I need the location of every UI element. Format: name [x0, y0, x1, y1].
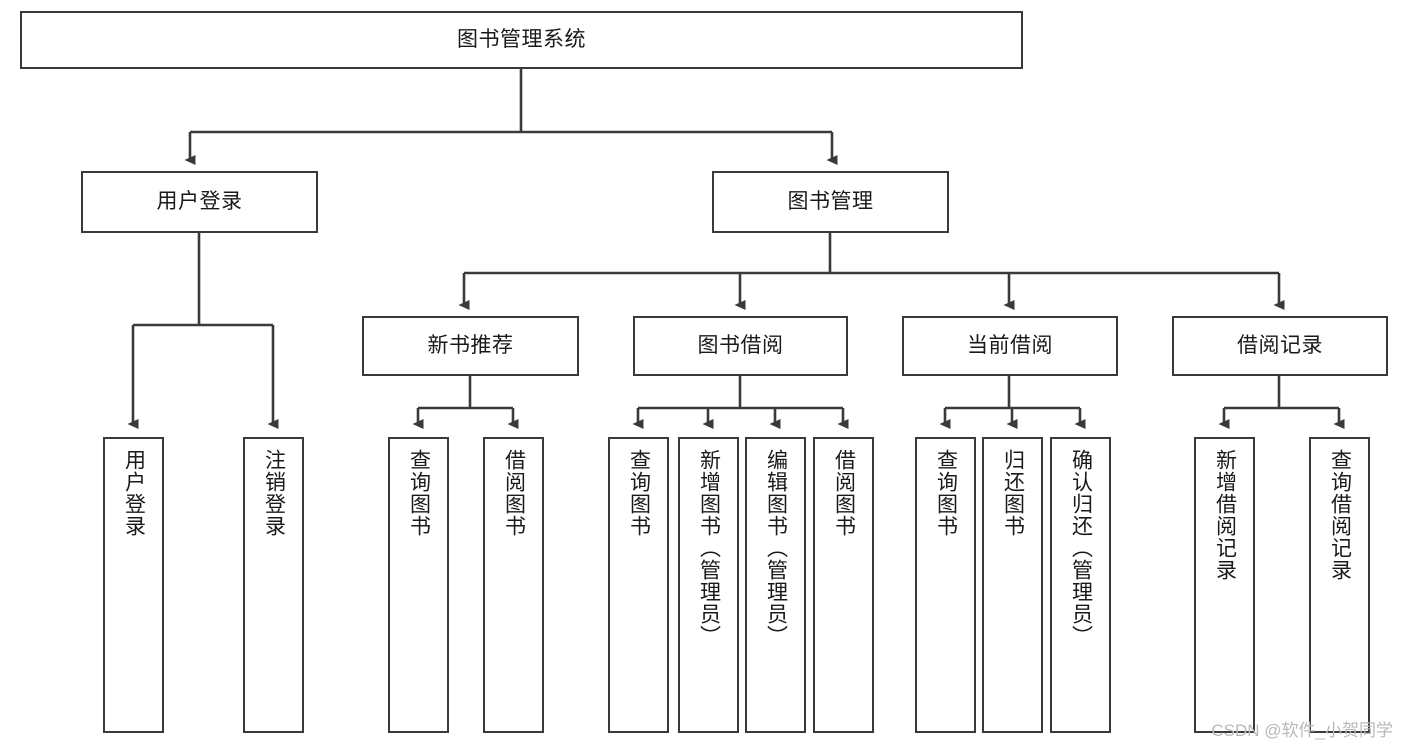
leaf-borrow-query-book[interactable]: 查询图书	[608, 437, 669, 733]
leaf-current-confirm-return-admin[interactable]: 确认归还（管理员）	[1050, 437, 1111, 733]
node-label: 查询图书	[407, 449, 431, 537]
node-label: 归还图书	[1001, 449, 1025, 537]
node-label: 图书借阅	[697, 333, 784, 357]
watermark: CSDN @软件_小贺同学	[1211, 721, 1393, 740]
node-borrow-record[interactable]: 借阅记录	[1172, 316, 1388, 376]
leaf-borrow-edit-book-admin[interactable]: 编辑图书（管理员）	[745, 437, 806, 733]
leaf-current-return-book[interactable]: 归还图书	[982, 437, 1043, 733]
node-label: 图书管理	[787, 189, 874, 213]
leaf-record-query-record[interactable]: 查询借阅记录	[1309, 437, 1370, 733]
leaf-borrow-add-book-admin[interactable]: 新增图书（管理员）	[678, 437, 739, 733]
leaf-user-logout[interactable]: 注销登录	[243, 437, 304, 733]
leaf-record-add-record[interactable]: 新增借阅记录	[1194, 437, 1255, 733]
node-label: 当前借阅	[967, 333, 1053, 357]
node-label: 查询图书	[627, 449, 651, 537]
node-book-management[interactable]: 图书管理	[712, 171, 949, 233]
node-label: 借阅记录	[1237, 333, 1323, 357]
node-new-book-recommend[interactable]: 新书推荐	[362, 316, 579, 376]
node-user-login[interactable]: 用户登录	[81, 171, 318, 233]
leaf-current-query-book[interactable]: 查询图书	[915, 437, 976, 733]
node-book-borrow[interactable]: 图书借阅	[633, 316, 848, 376]
node-root-system[interactable]: 图书管理系统	[20, 11, 1023, 69]
node-label: 查询借阅记录	[1328, 449, 1352, 581]
node-label: 图书管理系统	[457, 27, 586, 51]
leaf-newbook-query-book[interactable]: 查询图书	[388, 437, 449, 733]
node-label: 注销登录	[262, 449, 286, 537]
node-label: 编辑图书（管理员）	[764, 449, 788, 647]
node-label: 新增图书（管理员）	[697, 449, 721, 647]
node-current-borrow[interactable]: 当前借阅	[902, 316, 1118, 376]
node-label: 用户登录	[122, 449, 146, 537]
leaf-newbook-borrow-book[interactable]: 借阅图书	[483, 437, 544, 733]
node-label: 查询图书	[934, 449, 958, 537]
node-label: 确认归还（管理员）	[1069, 449, 1093, 647]
node-label: 用户登录	[156, 189, 243, 213]
node-label: 借阅图书	[502, 449, 526, 537]
node-label: 新书推荐	[427, 333, 514, 357]
node-label: 借阅图书	[832, 449, 856, 537]
leaf-borrow-borrow-book[interactable]: 借阅图书	[813, 437, 874, 733]
leaf-user-login[interactable]: 用户登录	[103, 437, 164, 733]
node-label: 新增借阅记录	[1213, 449, 1237, 581]
